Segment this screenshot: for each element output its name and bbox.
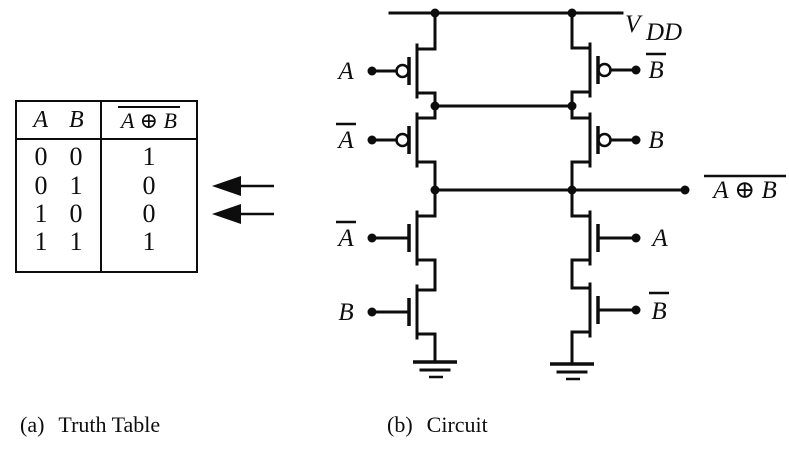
truth-table: A B A ⊕ B 0 0 0 1 1 0 1 1 (15, 100, 198, 273)
cell-b: 1 (69, 170, 83, 200)
table-row: 0 (102, 198, 196, 228)
gate-terminal-dot (631, 65, 641, 75)
gate-label-b: B (338, 299, 353, 326)
pmos-bubble-icon (395, 63, 410, 79)
cell-b: 0 (69, 142, 83, 172)
table-row: 0 (102, 170, 196, 200)
row-marker-arrow-icon (212, 204, 274, 224)
junction-dot (430, 185, 440, 195)
cell-a: 0 (34, 142, 48, 172)
gate-label-bbar: B (648, 57, 663, 84)
svg-text:V: V (625, 11, 643, 38)
vdd-label: V DD (625, 11, 682, 46)
cell-a: 0 (34, 170, 48, 200)
table-row: 1 1 (17, 227, 100, 257)
gate-label-abar: A (336, 127, 354, 154)
cell-a: 1 (34, 227, 48, 257)
table-output-rows: 1 0 0 1 (102, 142, 196, 257)
table-row: 0 1 (17, 170, 100, 200)
output-label: A ⊕ B (704, 174, 786, 204)
table-header-output: A ⊕ B (102, 102, 196, 138)
junction-dot (567, 8, 577, 18)
table-row: 0 0 (17, 142, 100, 172)
pmos-bubble-icon (395, 132, 410, 148)
nmos-transistor-bbar: B (570, 282, 669, 338)
nmos-transistor-a: A (570, 210, 668, 266)
gate-label-bbar: B (651, 298, 666, 325)
gate-terminal-dot (631, 135, 641, 145)
ground-symbol-icon (550, 362, 594, 381)
nmos-transistor-abar: A (336, 210, 437, 266)
gate-label-abar: A (336, 225, 354, 252)
cell-out: 0 (142, 198, 156, 228)
svg-text:DD: DD (645, 19, 682, 46)
gate-terminal-dot (367, 233, 377, 243)
table-row: 1 (102, 142, 196, 172)
gate-terminal-dot (631, 233, 641, 243)
junction-dot (567, 185, 577, 195)
pmos-bubble-icon (597, 132, 612, 148)
pmos-transistor-a: A (336, 43, 437, 99)
pmos-transistor-abar: A (336, 112, 437, 168)
cell-out: 1 (142, 227, 156, 257)
caption-b-number: (b) (387, 412, 413, 437)
junction-dot (430, 101, 440, 111)
gate-terminal-dot (367, 307, 377, 317)
table-header-separator (17, 138, 196, 140)
caption-circuit: (b) Circuit (387, 412, 488, 438)
cell-out: 0 (142, 170, 156, 200)
junction-dot (430, 8, 440, 18)
pmos-transistor-b: B (570, 112, 664, 168)
nmos-transistor-b: B (338, 284, 437, 340)
ground-symbol-icon (413, 360, 457, 379)
caption-a-text: Truth Table (58, 412, 161, 437)
junction-dot (567, 101, 577, 111)
gate-label-a: A (650, 225, 668, 252)
table-column-divider (100, 102, 102, 271)
gate-terminal-dot (367, 66, 377, 76)
cell-b: 1 (69, 227, 83, 257)
gate-label-a: A (336, 58, 354, 85)
cmos-xnor-circuit: A A B B (336, 8, 786, 381)
cell-a: 1 (34, 198, 48, 228)
gate-terminal-dot (367, 135, 377, 145)
cell-out: 1 (142, 142, 156, 172)
caption-b-text: Circuit (426, 412, 488, 437)
table-input-rows: 0 0 0 1 1 0 1 1 (17, 142, 100, 257)
header-col-out-overlined: A ⊕ B (118, 106, 180, 133)
gate-label-b: B (648, 127, 663, 154)
cell-b: 0 (69, 198, 83, 228)
table-row: 1 (102, 227, 196, 257)
output-terminal-dot (680, 185, 690, 195)
gate-terminal-dot (631, 305, 641, 315)
pmos-bubble-icon (597, 62, 612, 78)
svg-text:A ⊕ B: A ⊕ B (711, 177, 777, 204)
pmos-transistor-bbar: B (570, 42, 666, 98)
row-marker-arrow-icon (212, 176, 274, 196)
table-header-inputs: A B (17, 102, 100, 138)
header-col-a: A (33, 106, 48, 133)
table-row: 1 0 (17, 198, 100, 228)
caption-truth-table: (a) Truth Table (20, 412, 160, 438)
header-col-b: B (69, 106, 84, 133)
caption-a-number: (a) (20, 412, 45, 437)
